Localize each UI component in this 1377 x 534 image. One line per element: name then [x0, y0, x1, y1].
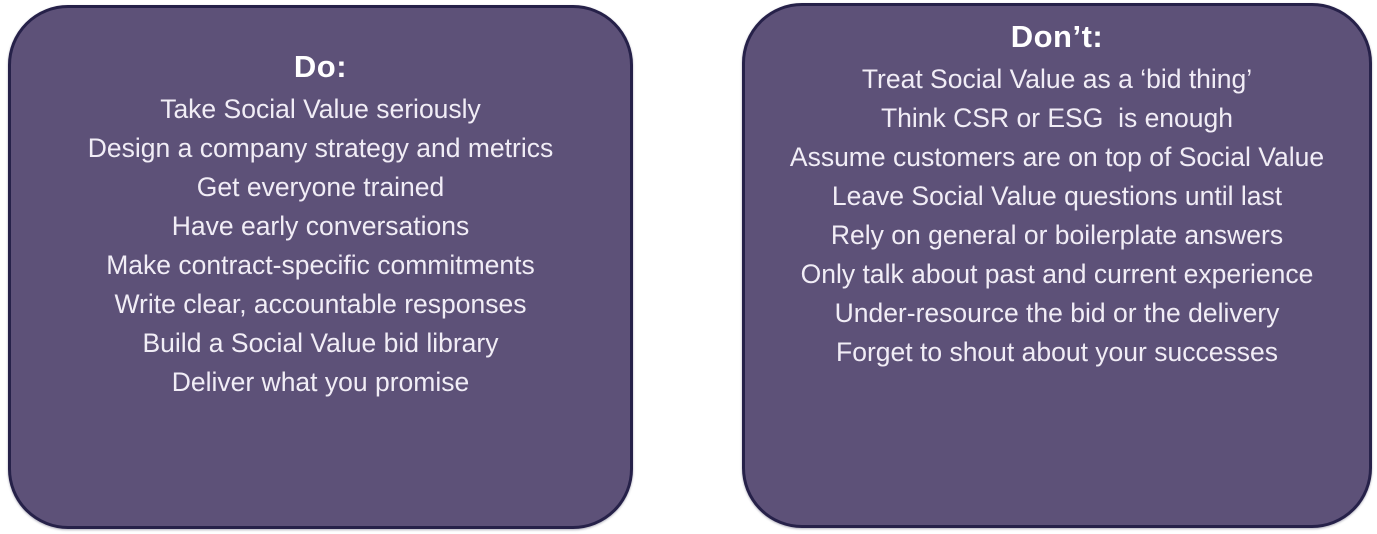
do-card-title: Do:	[293, 49, 348, 84]
list-item: Make contract-specific commitments	[106, 250, 535, 280]
list-item: Only talk about past and current experie…	[800, 259, 1314, 289]
list-item: Assume customers are on top of Social Va…	[789, 142, 1325, 172]
list-item: Take Social Value seriously	[160, 94, 481, 124]
list-item: Deliver what you promise	[171, 367, 470, 397]
list-item: Write clear, accountable responses	[114, 289, 527, 319]
do-card: Do: Take Social Value seriously Design a…	[8, 5, 633, 529]
list-item: Have early conversations	[171, 211, 470, 241]
list-item: Build a Social Value bid library	[142, 328, 499, 358]
dont-card-title: Don’t:	[1010, 19, 1104, 54]
list-item: Rely on general or boilerplate answers	[830, 220, 1284, 250]
list-item: Forget to shout about your successes	[836, 337, 1278, 367]
list-item: Under-resource the bid or the delivery	[834, 298, 1280, 328]
list-item: Get everyone trained	[196, 172, 445, 202]
list-item: Treat Social Value as a ‘bid thing’	[861, 64, 1253, 94]
list-item: Think CSR or ESG is enough	[880, 103, 1234, 133]
list-item: Leave Social Value questions until last	[831, 181, 1283, 211]
dont-card: Don’t: Treat Social Value as a ‘bid thin…	[742, 3, 1372, 528]
list-item: Design a company strategy and metrics	[87, 133, 554, 163]
